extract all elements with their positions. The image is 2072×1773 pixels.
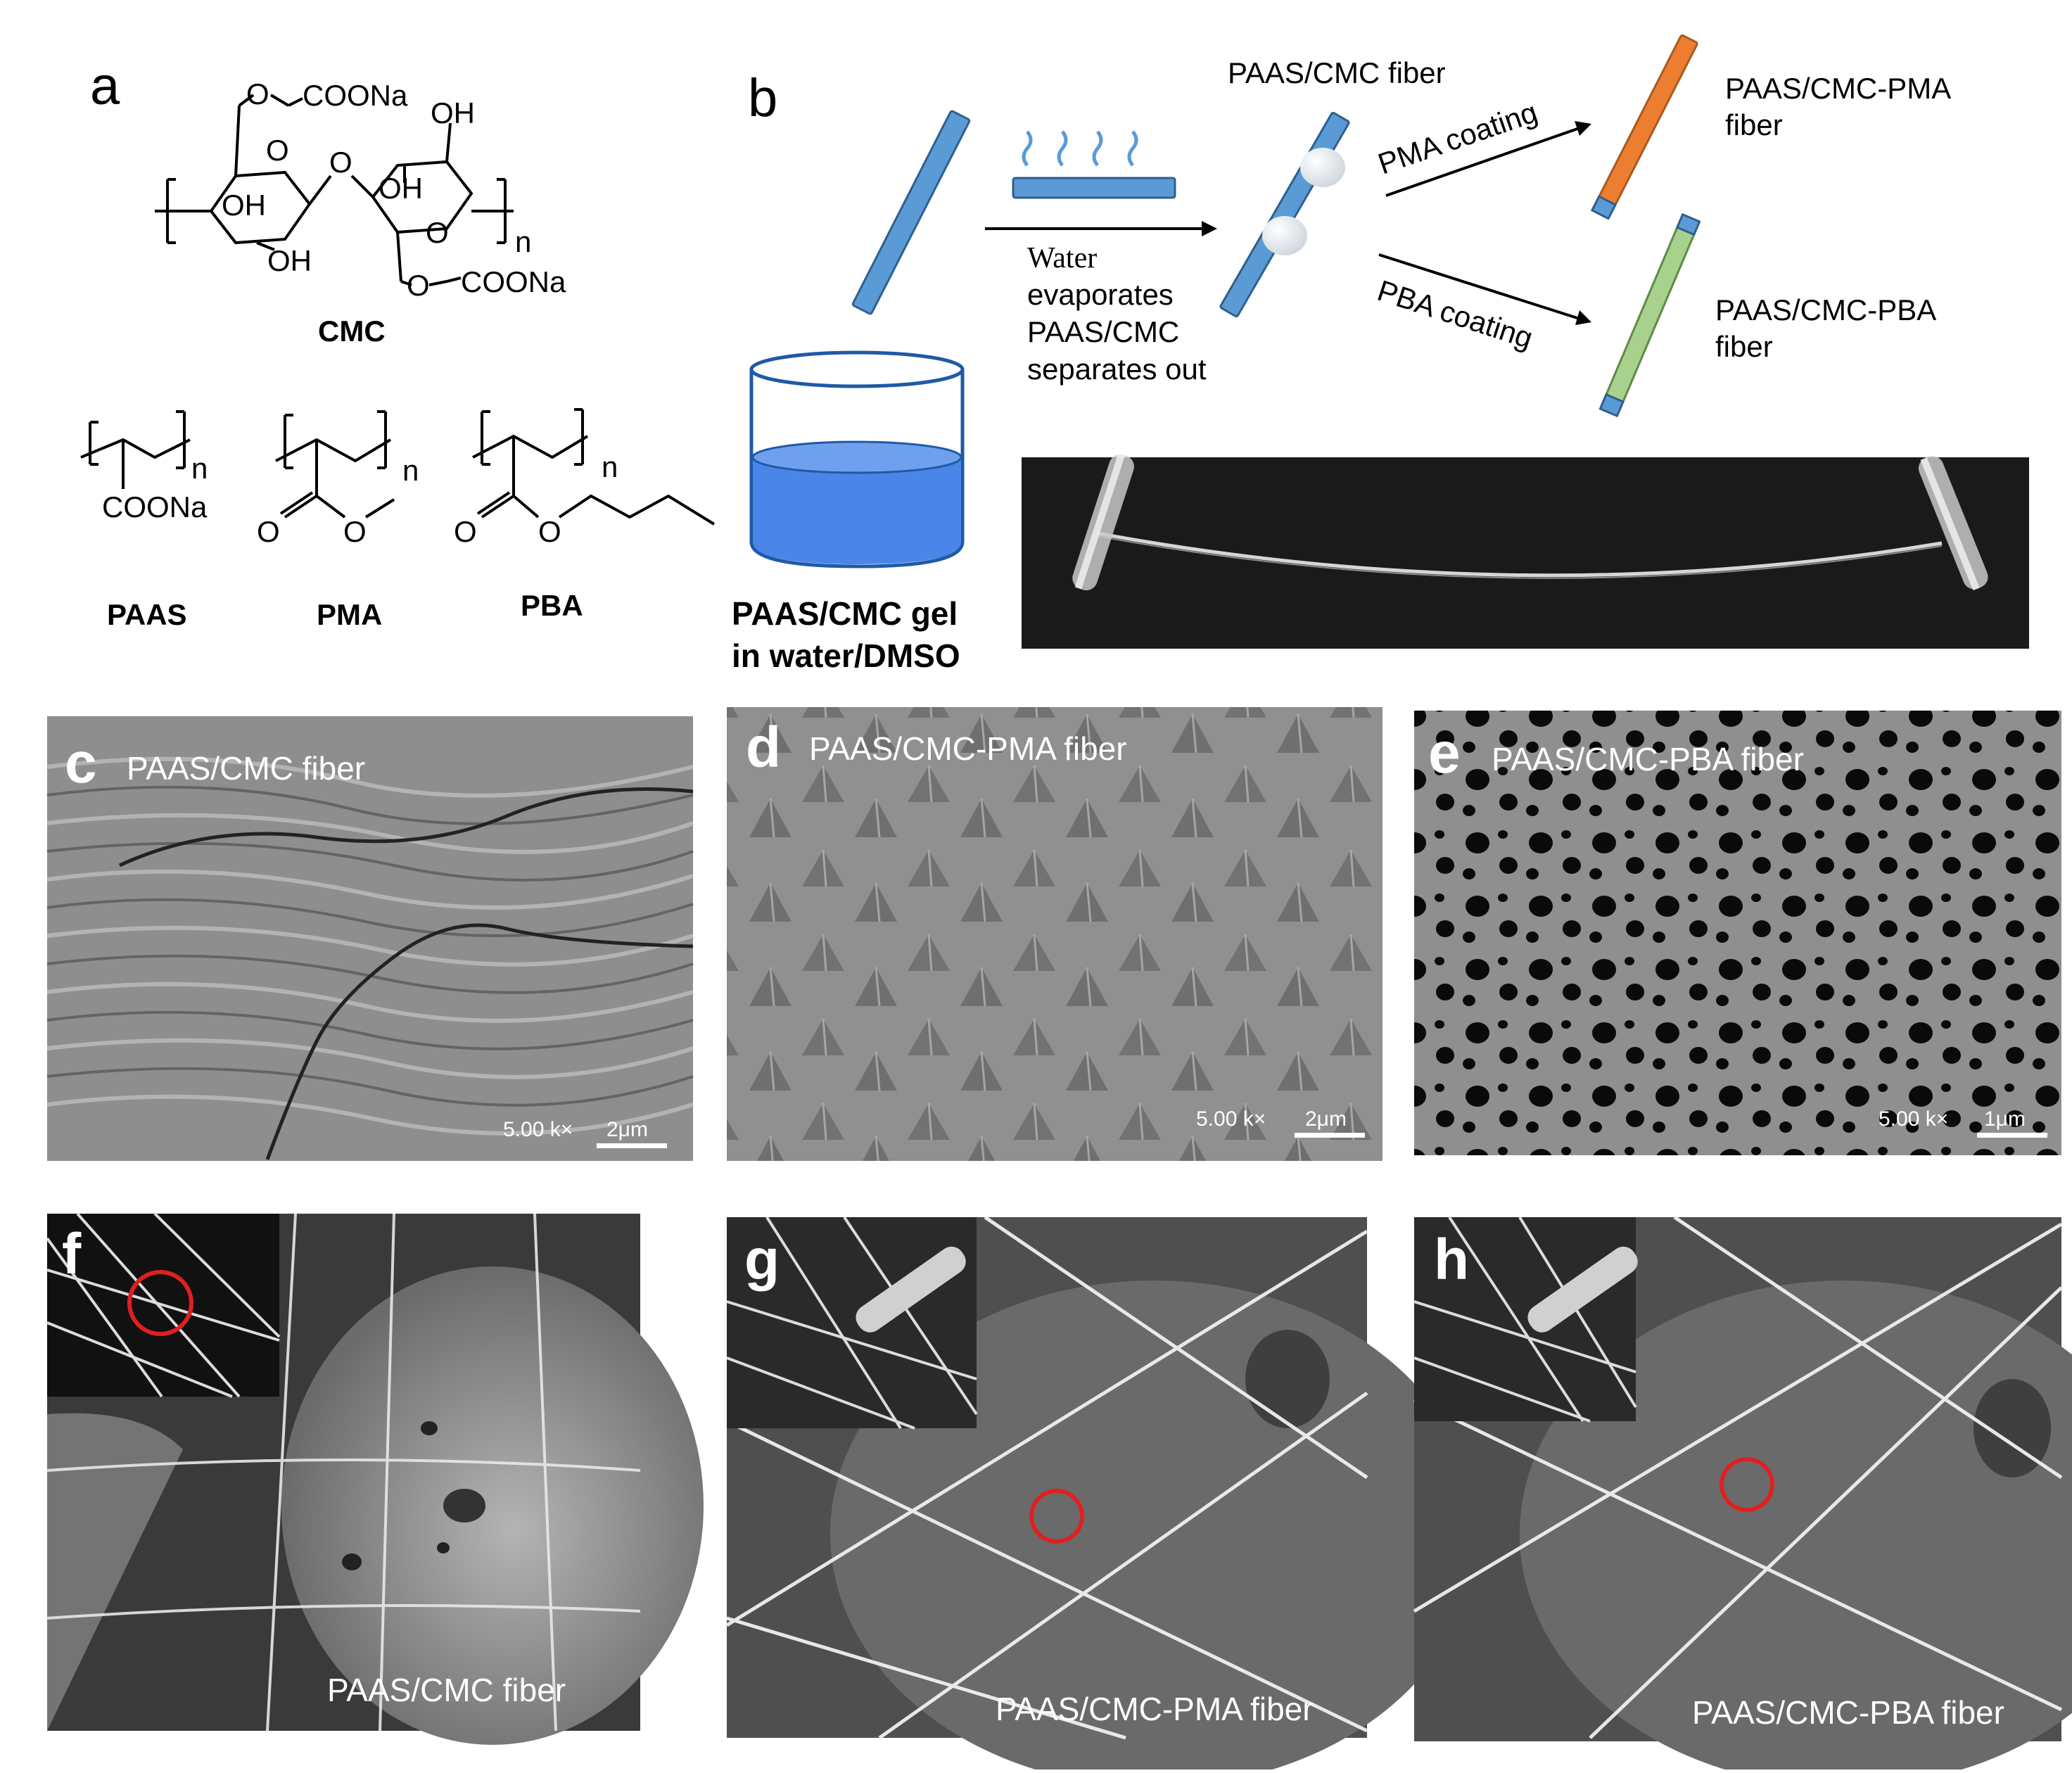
photo-g-letter: g	[744, 1228, 780, 1292]
sem-c: c PAAS/CMC fiber 5.00 k× 2μm	[46, 716, 694, 1161]
pba-o-double: O	[454, 515, 477, 548]
sem-c-scale-mag: 5.00 k×	[503, 1118, 573, 1141]
pba-coating-label: PBA coating	[1373, 274, 1537, 355]
sem-c-letter: c	[65, 731, 97, 795]
sem-e-scale-bar	[1977, 1133, 2047, 1138]
cmc-o-bottom: O	[407, 269, 430, 302]
fiber-photo	[1022, 453, 2029, 649]
sem-e: e PAAS/CMC-PBA fiber 5.00 k× 1μm	[1414, 711, 2061, 1155]
arrow-text-1: Water	[1027, 242, 1097, 274]
sem-e-scale-len: 1μm	[1984, 1107, 2026, 1131]
cmc-oh-2: OH	[222, 189, 266, 222]
pba-o-single: O	[538, 515, 561, 548]
sem-d-label: PAAS/CMC-PMA fiber	[809, 730, 1127, 767]
cmc-oh-3: OH	[379, 172, 423, 205]
blue-rod	[851, 110, 971, 315]
panel-b: b PAAS/CMC gel in water/DMSO	[732, 34, 2029, 674]
pba-caption: PBA	[521, 589, 583, 622]
pba-fiber	[1599, 212, 1701, 418]
beaker-caption-2: in water/DMSO	[732, 637, 960, 674]
cmc-coona-bottom: COONa	[461, 265, 566, 298]
paas-group: COONa	[102, 490, 208, 523]
panel-letter-a: a	[90, 56, 120, 116]
cmc-n: n	[515, 225, 531, 258]
cmc-oh-4: OH	[267, 244, 312, 277]
pma-caption: PMA	[317, 598, 382, 631]
pma-fiber-label-1: PAAS/CMC-PMA	[1725, 72, 1951, 105]
cmc-ring-o-2: O	[426, 216, 449, 249]
photo-h-letter: h	[1434, 1228, 1469, 1292]
pba-structure	[472, 408, 716, 526]
fiber-label: PAAS/CMC fiber	[1228, 56, 1446, 89]
sem-d-scale-mag: 5.00 k×	[1196, 1107, 1266, 1131]
beaker-caption-1: PAAS/CMC gel	[732, 595, 958, 632]
evaporation-plate	[1012, 130, 1176, 199]
pma-o-double: O	[257, 515, 280, 548]
cmc-o-top: O	[246, 77, 269, 110]
pma-n: n	[402, 454, 419, 487]
sem-c-scale-len: 2μm	[606, 1118, 648, 1141]
arrow-text-4: separates out	[1027, 352, 1207, 386]
process-text: Water evaporates PAAS/CMC separates out	[1027, 242, 1207, 386]
pba-arrow	[1378, 253, 1591, 325]
cmc-bridge-o: O	[329, 146, 352, 179]
sem-e-letter: e	[1428, 721, 1461, 785]
photo-h: h PAAS/CMC-PBA fiber	[1413, 1215, 2072, 1773]
photo-h-label: PAAS/CMC-PBA fiber	[1692, 1694, 2004, 1731]
sem-d: d PAAS/CMC-PMA fiber 5.00 k× 2μm	[727, 707, 1383, 1161]
paas-n: n	[191, 452, 208, 485]
pma-fiber-label-2: fiber	[1725, 108, 1783, 141]
pba-fiber-label-2: fiber	[1715, 330, 1773, 363]
pma-structure	[275, 410, 395, 519]
photo-f-letter: f	[62, 1222, 82, 1286]
sem-e-scale-mag: 5.00 k×	[1879, 1107, 1948, 1131]
cmc-labels: O COONa OH O O OH OH OH O n O COONa	[222, 77, 566, 302]
cmc-ring-o-1: O	[266, 134, 289, 167]
arrow-text-3: PAAS/CMC	[1027, 315, 1179, 348]
process-arrow	[985, 221, 1217, 236]
sem-c-label: PAAS/CMC fiber	[127, 750, 365, 787]
sem-c-scale-bar	[597, 1143, 667, 1148]
sem-e-label: PAAS/CMC-PBA fiber	[1492, 741, 1804, 777]
sem-d-scale-bar	[1295, 1133, 1365, 1138]
cmc-oh-1: OH	[431, 96, 475, 129]
cmc-structure	[155, 94, 514, 286]
beaker	[749, 350, 965, 568]
panel-letter-b: b	[748, 68, 777, 128]
fiber-with-droplets	[1219, 112, 1350, 317]
paas-caption: PAAS	[107, 598, 187, 631]
sem-d-scale-len: 2μm	[1305, 1107, 1347, 1131]
pba-n: n	[602, 450, 618, 483]
pma-fiber	[1590, 34, 1698, 220]
photo-f-label: PAAS/CMC fiber	[327, 1672, 566, 1708]
photo-f: f PAAS/CMC fiber	[46, 1212, 704, 1745]
photo-g: g PAAS/CMC-PMA fiber	[725, 1215, 1477, 1773]
cmc-caption: CMC	[318, 314, 386, 348]
pma-o-single: O	[343, 515, 367, 548]
paas-structure	[80, 410, 191, 489]
panel-a: a	[80, 56, 716, 631]
pma-arrow	[1385, 121, 1591, 197]
cmc-coona-top: COONa	[303, 79, 408, 112]
photo-g-label: PAAS/CMC-PMA fiber	[996, 1691, 1314, 1727]
pma-coating-label: PMA coating	[1374, 95, 1542, 180]
arrow-text-2: evaporates	[1027, 278, 1174, 311]
pba-fiber-label-1: PAAS/CMC-PBA	[1715, 293, 1936, 326]
sem-d-letter: d	[746, 716, 781, 780]
